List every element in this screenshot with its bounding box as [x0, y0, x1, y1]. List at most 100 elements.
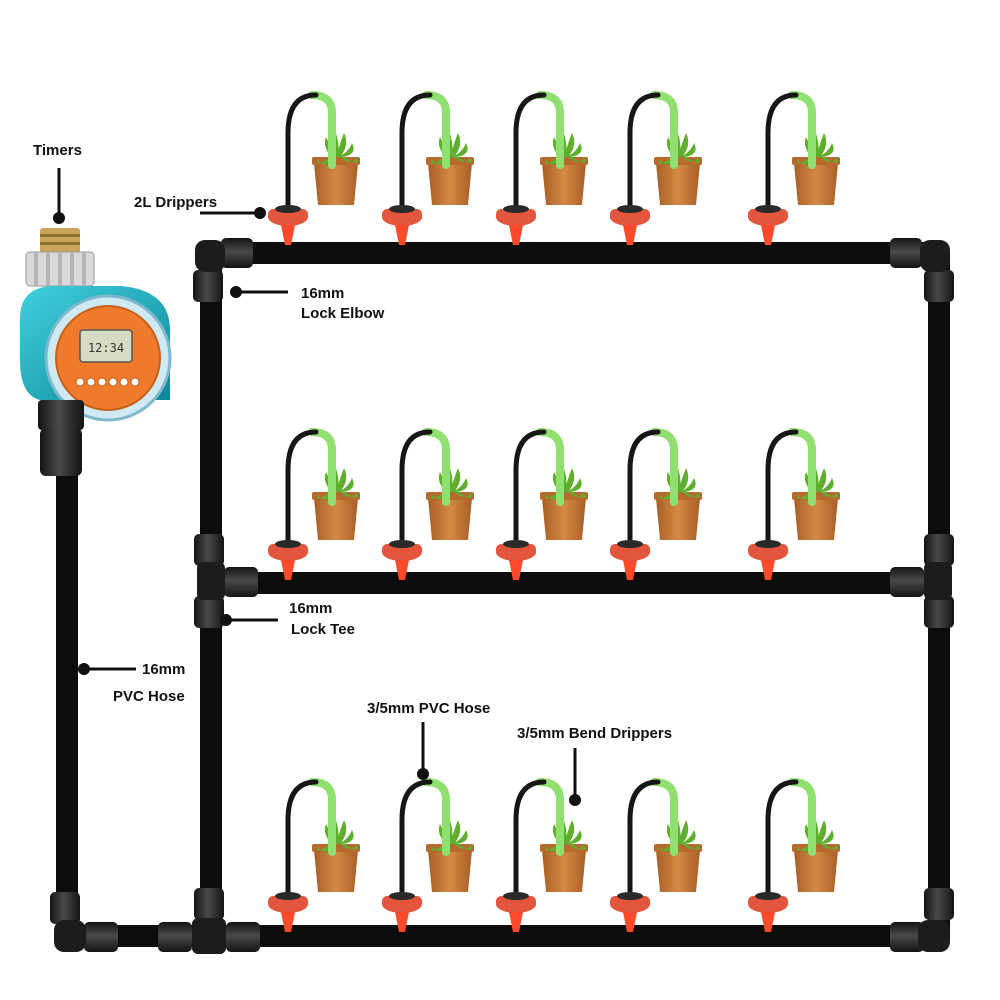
dripper-stake: [623, 560, 637, 580]
hose-bottom: [210, 925, 940, 947]
fittings: [50, 238, 954, 954]
dripper-assembly: [382, 778, 474, 932]
dripper-stake: [761, 225, 775, 245]
flower-pot: [314, 498, 358, 540]
flower-pot: [428, 498, 472, 540]
thin-tube-stake: [788, 778, 816, 856]
timer-lcd: [79, 329, 133, 363]
flower-pot: [428, 850, 472, 892]
thin-pvc-hose: [513, 429, 547, 545]
thin-pvc-hose: [285, 92, 319, 210]
dripper-stake: [395, 912, 409, 932]
lock-tee-right: [890, 534, 954, 628]
dripper-stake: [509, 225, 523, 245]
thin-tube-stake: [308, 91, 336, 169]
brass-inlet: [40, 228, 80, 254]
label-thin-pvc-hose: 3/5mm PVC Hose: [367, 700, 491, 717]
thin-pvc-hose: [285, 779, 319, 897]
label-bend-drippers: 3/5mm Bend Drippers: [517, 725, 673, 742]
flower-pot: [656, 850, 700, 892]
thin-tube-stake: [536, 778, 564, 856]
thin-tube-stake: [308, 428, 336, 506]
dripper-assembly: [496, 428, 588, 580]
dripper-assembly: [610, 91, 702, 245]
dripper-stake: [395, 225, 409, 245]
lock-elbow-bottom-left: [50, 892, 118, 952]
flower-pot: [656, 498, 700, 540]
thin-pvc-hose: [399, 92, 433, 210]
label-pvc-hose-name: PVC Hose: [113, 688, 185, 705]
thin-tube-stake: [422, 91, 450, 169]
dripper-assembly: [748, 778, 840, 932]
dripper-stake: [281, 560, 295, 580]
dripper-rows: [268, 91, 840, 932]
lock-elbow-bottom-right: [890, 888, 954, 952]
dripper-assembly: [268, 778, 360, 932]
thin-pvc-hose: [513, 779, 547, 897]
dripper-stake: [509, 912, 523, 932]
dripper-stake: [281, 912, 295, 932]
hose-feed-vertical: [56, 470, 78, 940]
label-lock-tee-size: 16mm: [289, 600, 333, 617]
lock-elbow-top-left: [193, 238, 253, 302]
label-pointers: [53, 168, 581, 806]
lock-tee-left: [194, 534, 258, 628]
label-lock-elbow-name: Lock Elbow: [301, 305, 385, 322]
dripper-stake: [395, 560, 409, 580]
dripper-stake: [761, 560, 775, 580]
thin-tube-stake: [650, 428, 678, 506]
dripper-stake: [281, 225, 295, 245]
lock-tee-bottom: [158, 888, 260, 954]
dripper-stake: [623, 912, 637, 932]
label-2l-drippers: 2L Drippers: [134, 194, 218, 211]
dripper-assembly: [268, 428, 360, 580]
flower-pot: [794, 163, 838, 205]
thin-tube-stake: [536, 91, 564, 169]
dripper-assembly: [268, 91, 360, 245]
thin-pvc-hose: [765, 429, 799, 545]
timer-outlet: [38, 400, 84, 430]
thin-pvc-hose: [285, 429, 319, 545]
hose-top: [210, 242, 940, 264]
thin-pvc-hose: [627, 779, 661, 897]
thin-pvc-hose: [765, 92, 799, 210]
dripper-assembly: [610, 778, 702, 932]
flower-pot: [542, 850, 586, 892]
dripper-stake: [623, 225, 637, 245]
hose-middle: [210, 572, 940, 594]
label-lock-tee-name: Lock Tee: [291, 621, 355, 638]
thin-tube-stake: [422, 778, 450, 856]
thin-tube-stake: [308, 778, 336, 856]
thin-tube-stake: [650, 778, 678, 856]
thin-tube-stake: [650, 91, 678, 169]
thin-pvc-hose: [399, 779, 433, 897]
thin-pvc-hose: [399, 429, 433, 545]
flower-pot: [542, 498, 586, 540]
thin-pvc-hose: [627, 92, 661, 210]
thin-tube-stake: [788, 91, 816, 169]
lock-elbow-top-right: [890, 238, 954, 302]
timer-lcd-readout: 12:34: [88, 341, 124, 355]
thin-tube-stake: [536, 428, 564, 506]
dripper-assembly: [748, 91, 840, 245]
thin-tube-stake: [788, 428, 816, 506]
dripper-assembly: [610, 428, 702, 580]
water-timer: 12:34: [20, 228, 172, 476]
dripper-assembly: [496, 778, 588, 932]
dripper-stake: [761, 912, 775, 932]
flower-pot: [314, 163, 358, 205]
dripper-assembly: [382, 91, 474, 245]
thin-pvc-hose: [513, 92, 547, 210]
flower-pot: [656, 163, 700, 205]
dripper-assembly: [382, 428, 474, 580]
label-timers: Timers: [33, 142, 82, 159]
dripper-stake: [509, 560, 523, 580]
flower-pot: [428, 163, 472, 205]
flower-pot: [794, 498, 838, 540]
flower-pot: [314, 850, 358, 892]
dripper-assembly: [748, 428, 840, 580]
label-lock-elbow-size: 16mm: [301, 285, 345, 302]
thin-pvc-hose: [765, 779, 799, 897]
thin-tube-stake: [422, 428, 450, 506]
